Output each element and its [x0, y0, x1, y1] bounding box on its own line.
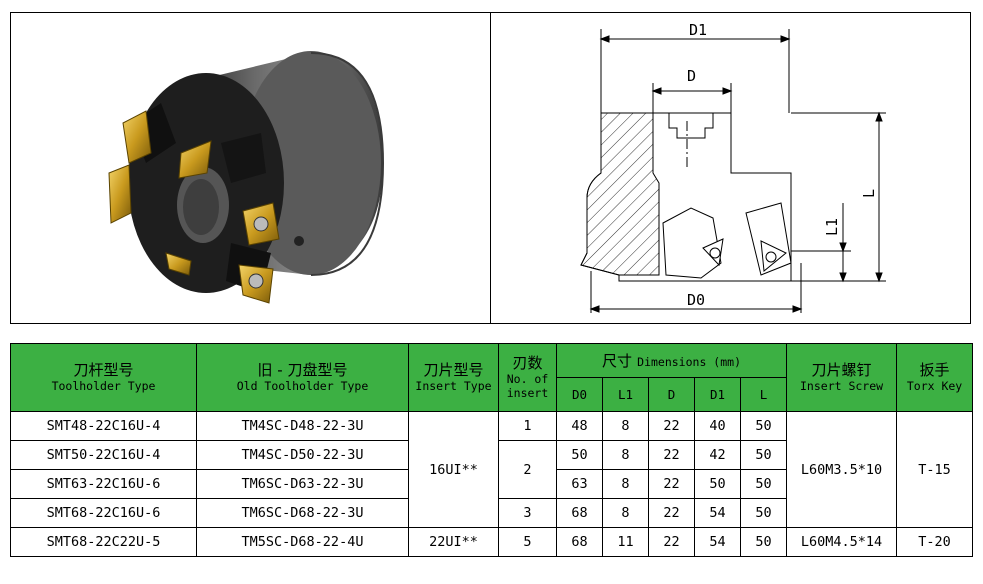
- cell-insert-screw: L60M4.5*14: [786, 527, 898, 557]
- header-key-cn: 扳手: [919, 361, 950, 379]
- cell-d: 22: [648, 440, 695, 470]
- header-insert-type-cn: 刀片型号: [423, 361, 484, 379]
- cell-old-toolholder: TM5SC-D68-22-4U: [196, 527, 409, 557]
- cell-d0: 48: [556, 411, 603, 441]
- cell-l: 50: [739, 411, 788, 441]
- cell-insert-type: 16UI**: [408, 411, 499, 528]
- header-toolholder-cn: 刀杆型号: [73, 361, 134, 379]
- cell-insert-screw: L60M3.5*10: [786, 411, 898, 528]
- cell-d0: 63: [556, 469, 603, 499]
- cell-insert-type: 22UI**: [408, 527, 499, 557]
- header-insert-screw: 刀片螺钉 Insert Screw: [786, 343, 898, 412]
- table-row: SMT48-22C16U-4 TM4SC-D48-22-3U 16UI** 1 …: [10, 411, 974, 528]
- specification-table: 刀杆型号 Toolholder Type 旧 - 刀盘型号 Old Toolho…: [10, 343, 974, 557]
- cell-d: 22: [648, 527, 695, 557]
- header-no-insert-en-2: insert: [506, 386, 549, 400]
- dim-label-l: L: [860, 189, 878, 198]
- cell-d0: 50: [556, 440, 603, 470]
- cell-no-of-insert: 2: [498, 440, 557, 499]
- cell-l: 50: [739, 527, 788, 557]
- header-no-of-insert: 刃数 No. of insert: [498, 343, 557, 412]
- header-d: D: [648, 377, 695, 412]
- dim-label-d: D: [687, 67, 696, 85]
- cell-torx-key: T-15: [896, 411, 974, 528]
- cell-d1: 40: [694, 411, 741, 441]
- cell-toolholder: SMT50-22C16U-4: [10, 440, 197, 470]
- header-dimensions-cn: 尺寸: [602, 352, 633, 370]
- cell-l1: 8: [602, 498, 649, 528]
- cell-old-toolholder: TM4SC-D50-22-3U: [196, 440, 409, 470]
- cell-l: 50: [739, 440, 788, 470]
- header-d1: D1: [694, 377, 741, 412]
- header-no-insert-en-1: No. of: [506, 372, 549, 386]
- cell-d: 22: [648, 498, 695, 528]
- header-toolholder-en: Toolholder Type: [51, 379, 156, 393]
- header-d0: D0: [556, 377, 603, 412]
- cell-l1: 8: [602, 440, 649, 470]
- cell-old-toolholder: TM6SC-D63-22-3U: [196, 469, 409, 499]
- dim-label-d1: D1: [689, 21, 707, 39]
- dim-label-l1: L1: [823, 218, 841, 236]
- cross-section-drawing: D1 D L L1 D0: [580, 21, 886, 313]
- header-old-en: Old Toolholder Type: [236, 379, 369, 393]
- cell-toolholder: SMT63-22C16U-6: [10, 469, 197, 499]
- header-insert-type: 刀片型号 Insert Type: [408, 343, 499, 412]
- cell-d0: 68: [556, 527, 603, 557]
- cell-no-of-insert: 1: [498, 411, 557, 441]
- header-screw-cn: 刀片螺钉: [811, 361, 872, 379]
- cell-l1: 11: [602, 527, 649, 557]
- header-no-insert-cn: 刃数: [512, 354, 543, 372]
- header-l: L: [739, 377, 788, 412]
- header-old-toolholder-type: 旧 - 刀盘型号 Old Toolholder Type: [196, 343, 409, 412]
- face-mill-cutter-image: [108, 51, 385, 304]
- header-l1: L1: [602, 377, 649, 412]
- table-row: SMT63-22C16U-6 TM6SC-D63-22-3U 63 8 22 5…: [10, 469, 973, 499]
- cell-d1: 54: [694, 527, 741, 557]
- cell-d: 22: [648, 411, 695, 441]
- cell-toolholder: SMT68-22C22U-5: [10, 527, 197, 557]
- cell-toolholder: SMT68-22C16U-6: [10, 498, 197, 528]
- table-row: SMT68-22C22U-5 TM5SC-D68-22-4U 22UI** 5 …: [10, 527, 974, 557]
- cell-d: 22: [648, 469, 695, 499]
- header-dimensions: 尺寸 Dimensions (mm): [555, 343, 788, 378]
- cell-l1: 8: [602, 411, 649, 441]
- cell-d0: 68: [556, 498, 603, 528]
- dim-label-d0: D0: [687, 291, 705, 309]
- cell-l1: 8: [602, 469, 649, 499]
- header-old-cn: 旧 - 刀盘型号: [257, 361, 348, 379]
- cell-d1: 54: [694, 498, 741, 528]
- cell-l: 50: [739, 498, 788, 528]
- cell-old-toolholder: TM4SC-D48-22-3U: [196, 411, 409, 441]
- header-dimensions-en: Dimensions (mm): [637, 355, 741, 369]
- cell-toolholder: SMT48-22C16U-4: [10, 411, 197, 441]
- cell-l: 50: [739, 469, 788, 499]
- header-toolholder-type: 刀杆型号 Toolholder Type: [10, 343, 197, 412]
- header-torx-key: 扳手 Torx Key: [896, 343, 974, 412]
- cell-d1: 42: [694, 440, 741, 470]
- header-screw-en: Insert Screw: [800, 379, 884, 393]
- technical-drawing-panel: D1 D L L1 D0: [490, 12, 971, 324]
- cell-no-of-insert: 5: [498, 527, 557, 557]
- cell-d1: 50: [694, 469, 741, 499]
- cell-torx-key: T-20: [896, 527, 974, 557]
- cell-no-of-insert: 3: [498, 498, 557, 528]
- header-key-en: Torx Key: [906, 379, 963, 393]
- header-insert-type-en: Insert Type: [415, 379, 492, 393]
- cell-old-toolholder: TM6SC-D68-22-3U: [196, 498, 409, 528]
- product-photo-panel: [10, 12, 491, 324]
